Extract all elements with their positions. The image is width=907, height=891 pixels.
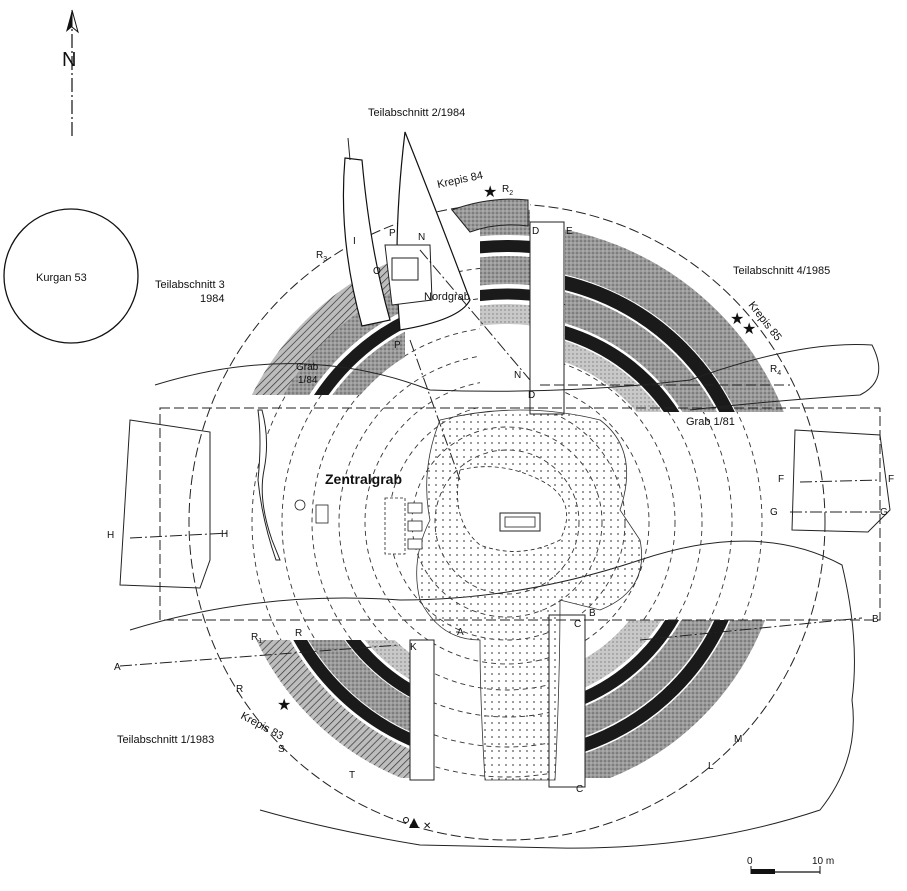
west-wavy-feature bbox=[257, 409, 281, 561]
label-section-1: Teilabschnitt 1/1983 bbox=[117, 734, 214, 746]
point-r3: R3 bbox=[316, 250, 327, 263]
point-d-north: D bbox=[532, 226, 539, 237]
point-p-north: P bbox=[389, 228, 396, 239]
point-t: T bbox=[349, 770, 355, 781]
point-h-west: H bbox=[107, 530, 114, 541]
point-c-north: C bbox=[574, 619, 581, 630]
point-f-west: F bbox=[778, 474, 784, 485]
point-b-south: B bbox=[589, 608, 596, 619]
reference-points: R2 R3 R4 R1 I P N O P N D D E H H F F G … bbox=[107, 184, 894, 795]
label-section-3a: Teilabschnitt 3 bbox=[155, 279, 225, 291]
point-r4: R4 bbox=[770, 364, 781, 377]
point-r1: R1 bbox=[251, 632, 262, 645]
scale-end: 10 m bbox=[812, 856, 834, 867]
kurgan-53: Kurgan 53 bbox=[3, 208, 139, 344]
trench-south-k bbox=[409, 639, 435, 781]
point-g-east: G bbox=[880, 507, 888, 518]
label-grave-1984-a: Grab bbox=[296, 362, 319, 373]
kurgan-53-label: Kurgan 53 bbox=[36, 272, 87, 284]
point-a-center: A bbox=[457, 627, 464, 638]
east-trench-fg bbox=[791, 429, 891, 533]
point-c-south: C bbox=[576, 784, 583, 795]
small-finds-marker: ✕ bbox=[403, 817, 431, 832]
scale-bar: 0 10 m bbox=[747, 856, 834, 874]
label-krepis-84: Krepis 84 bbox=[436, 170, 484, 191]
label-north-grave: Nordgrab bbox=[424, 291, 470, 303]
north-trench-section-2 bbox=[342, 131, 471, 331]
label-central-grave: Zentralgrab bbox=[325, 471, 402, 487]
star-icon: ★ bbox=[730, 311, 744, 328]
point-l: L bbox=[708, 761, 714, 772]
star-icon: ★ bbox=[277, 697, 291, 714]
label-section-2: Teilabschnitt 2/1984 bbox=[368, 107, 465, 119]
label-section-3b: 1984 bbox=[200, 293, 224, 305]
point-g-west: G bbox=[770, 507, 778, 518]
point-i: I bbox=[353, 236, 356, 247]
krepis-star-markers: ★ ★ ★ ★ bbox=[277, 184, 756, 714]
point-r2: R2 bbox=[502, 184, 513, 197]
label-grave-1984-b: 1/84 bbox=[298, 375, 318, 386]
label-krepis-83: Krepis 83 bbox=[239, 710, 286, 742]
point-r-north: R bbox=[295, 628, 302, 639]
point-r-west: R bbox=[236, 684, 243, 695]
point-f-east: F bbox=[888, 474, 894, 485]
label-section-4: Teilabschnitt 4/1985 bbox=[733, 265, 830, 277]
point-k: K bbox=[410, 642, 417, 653]
point-h-east: H bbox=[221, 529, 228, 540]
krepis-84-stones bbox=[451, 198, 529, 233]
point-p-south: P bbox=[394, 340, 401, 351]
star-icon: ★ bbox=[742, 321, 756, 338]
point-s: S bbox=[278, 744, 285, 755]
cross-icon: ✕ bbox=[423, 821, 431, 832]
scale-start: 0 bbox=[747, 856, 753, 867]
point-e: E bbox=[566, 226, 573, 237]
west-trench-h bbox=[119, 419, 211, 589]
trench-north-d bbox=[529, 221, 565, 415]
north-arrow: N bbox=[62, 9, 79, 136]
central-grave-area bbox=[294, 409, 642, 781]
point-n-south: N bbox=[514, 370, 521, 381]
point-b-east: B bbox=[872, 614, 879, 625]
north-label: N bbox=[62, 49, 76, 71]
star-icon: ★ bbox=[483, 184, 497, 201]
point-d-south: D bbox=[528, 390, 535, 401]
section-lines bbox=[119, 249, 881, 667]
point-n-north: N bbox=[418, 232, 425, 243]
label-grave-1981: Grab 1/81 bbox=[686, 416, 735, 428]
central-strip bbox=[129, 343, 881, 849]
point-o: O bbox=[373, 266, 381, 277]
point-m: M bbox=[734, 734, 742, 745]
point-a-west: A bbox=[114, 662, 121, 673]
